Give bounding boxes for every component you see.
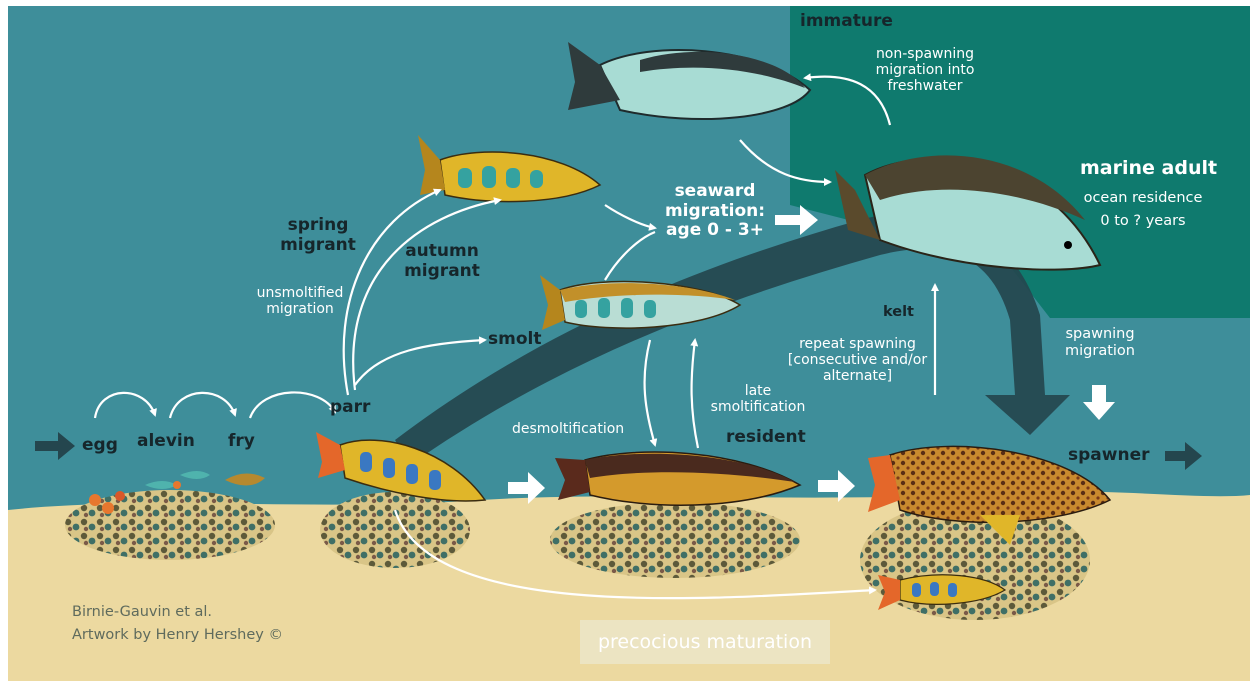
label-non-spawning: non-spawning migration into freshwater bbox=[850, 46, 1000, 94]
parr-gravel bbox=[320, 492, 470, 568]
label-spawner: spawner bbox=[1068, 446, 1149, 466]
late-smoltification-line-2: smoltification bbox=[698, 399, 818, 415]
repeat-spawning-line-1: repeat spawning bbox=[770, 336, 945, 352]
repeat-spawning-line-3: alternate] bbox=[770, 368, 945, 384]
label-ocean-residence: ocean residence 0 to ? years bbox=[1058, 190, 1228, 229]
non-spawning-line-3: freshwater bbox=[850, 78, 1000, 94]
spring-migrant-line-2: migrant bbox=[268, 236, 368, 256]
credit-line-2: Artwork by Henry Hershey © bbox=[72, 627, 283, 644]
label-repeat-spawning: repeat spawning [consecutive and/or alte… bbox=[770, 336, 945, 384]
credit: Birnie-Gauvin et al. Artwork by Henry He… bbox=[72, 604, 283, 643]
autumn-migrant-line-1: autumn bbox=[392, 242, 492, 262]
non-spawning-line-1: non-spawning bbox=[850, 46, 1000, 62]
ocean-residence-line-1: ocean residence bbox=[1058, 190, 1228, 207]
unsmoltified-line-1: unsmoltified bbox=[240, 285, 360, 301]
label-kelt: kelt bbox=[883, 304, 914, 321]
label-alevin: alevin bbox=[137, 432, 195, 452]
label-precocious-maturation: precocious maturation bbox=[580, 620, 830, 664]
label-fry: fry bbox=[228, 432, 255, 452]
label-marine-adult: marine adult bbox=[1080, 158, 1217, 180]
resident-gravel bbox=[550, 502, 800, 578]
unsmoltified-line-2: migration bbox=[240, 301, 360, 317]
seaward-line-3: age 0 - 3+ bbox=[660, 221, 770, 241]
ocean-residence-line-2: 0 to ? years bbox=[1058, 213, 1228, 230]
label-autumn-migrant: autumn migrant bbox=[392, 242, 492, 281]
label-desmoltification: desmoltification bbox=[512, 421, 624, 437]
autumn-migrant-line-2: migrant bbox=[392, 262, 492, 282]
seaward-line-1: seaward bbox=[660, 182, 770, 202]
spring-migrant-line-1: spring bbox=[268, 216, 368, 236]
spawning-migration-line-2: migration bbox=[1040, 343, 1160, 360]
spawning-migration-line-1: spawning bbox=[1040, 326, 1160, 343]
label-smolt: smolt bbox=[488, 330, 541, 350]
repeat-spawning-line-2: [consecutive and/or bbox=[770, 352, 945, 368]
label-resident: resident bbox=[726, 428, 806, 448]
label-egg: egg bbox=[82, 436, 118, 456]
label-parr: parr bbox=[330, 398, 370, 418]
late-smoltification-line-1: late bbox=[698, 383, 818, 399]
credit-line-1: Birnie-Gauvin et al. bbox=[72, 604, 283, 621]
non-spawning-line-2: migration into bbox=[850, 62, 1000, 78]
label-spawning-migration: spawning migration bbox=[1040, 326, 1160, 359]
label-unsmoltified: unsmoltified migration bbox=[240, 285, 360, 317]
label-seaward-migration: seaward migration: age 0 - 3+ bbox=[660, 182, 770, 241]
seaward-line-2: migration: bbox=[660, 202, 770, 222]
label-late-smoltification: late smoltification bbox=[698, 383, 818, 415]
label-immature: immature bbox=[800, 12, 893, 32]
label-spring-migrant: spring migrant bbox=[268, 216, 368, 255]
